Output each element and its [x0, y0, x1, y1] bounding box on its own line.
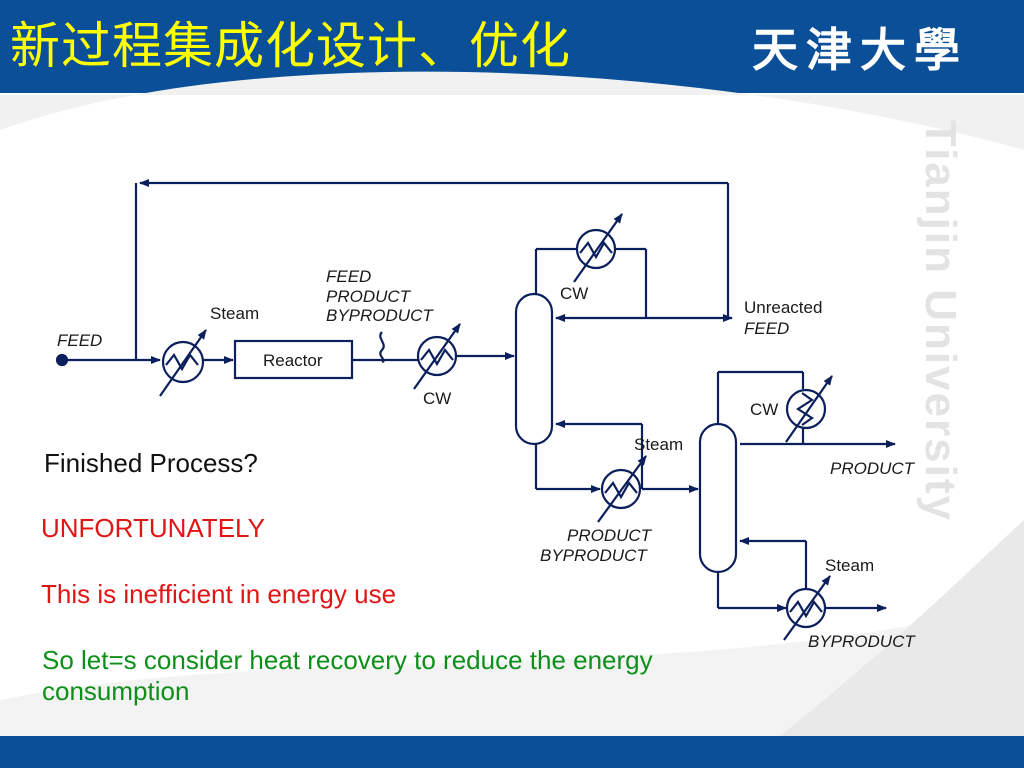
steam-label-reboiler-2: Steam	[825, 556, 874, 575]
condenser-2-exchanger	[785, 375, 833, 443]
condenser-1-exchanger	[573, 213, 623, 283]
feed-source-node	[55, 353, 69, 367]
footer-bar	[0, 736, 1024, 768]
distillation-column-2	[698, 422, 738, 574]
reactor-label: Reactor	[263, 351, 323, 370]
unfortunately-text: UNFORTUNATELY	[41, 513, 265, 543]
cw-label-reactor-cooler: CW	[423, 389, 451, 408]
cw-label-condenser-2: CW	[750, 400, 778, 419]
heat-recovery-text-line2: consumption	[42, 676, 190, 706]
reactor-box	[233, 339, 354, 380]
reactor-outlet-feed-label: FEED	[326, 267, 371, 286]
product-label: PRODUCT	[830, 459, 916, 478]
reactor-outlet-byproduct-label: BYPRODUCT	[326, 306, 434, 325]
distillation-column-1	[514, 292, 554, 446]
cw-label-condenser-1: CW	[560, 284, 588, 303]
steam-label-feed-heater: Steam	[210, 304, 259, 323]
bottoms-product-label: PRODUCT	[567, 526, 653, 545]
reboiler-2-exchanger	[783, 575, 831, 641]
slide-title: 新过程集成化设计、优化	[10, 17, 571, 75]
heat-recovery-text-line1: So let=s consider heat recovery to reduc…	[42, 645, 653, 675]
reactor-outlet-squiggle	[379, 331, 385, 364]
reactor-cooler-exchanger	[413, 323, 461, 390]
reboiler-1-exchanger	[597, 455, 647, 523]
byproduct-label: BYPRODUCT	[808, 632, 916, 651]
watermark-text: Tianjin University	[916, 120, 965, 522]
bottoms-byproduct-label: BYPRODUCT	[540, 546, 648, 565]
unreacted-label: Unreacted	[744, 298, 822, 317]
steam-label-reboiler-1: Steam	[634, 435, 683, 454]
feed-label: FEED	[57, 331, 102, 350]
inefficient-text: This is inefficient in energy use	[41, 579, 397, 609]
feed-heater-exchanger	[159, 329, 207, 397]
finished-process-text: Finished Process?	[44, 448, 258, 478]
reactor-outlet-product-label: PRODUCT	[326, 287, 412, 306]
unreacted-feed-label: FEED	[744, 319, 789, 338]
university-logo: 天津大學	[752, 23, 968, 77]
